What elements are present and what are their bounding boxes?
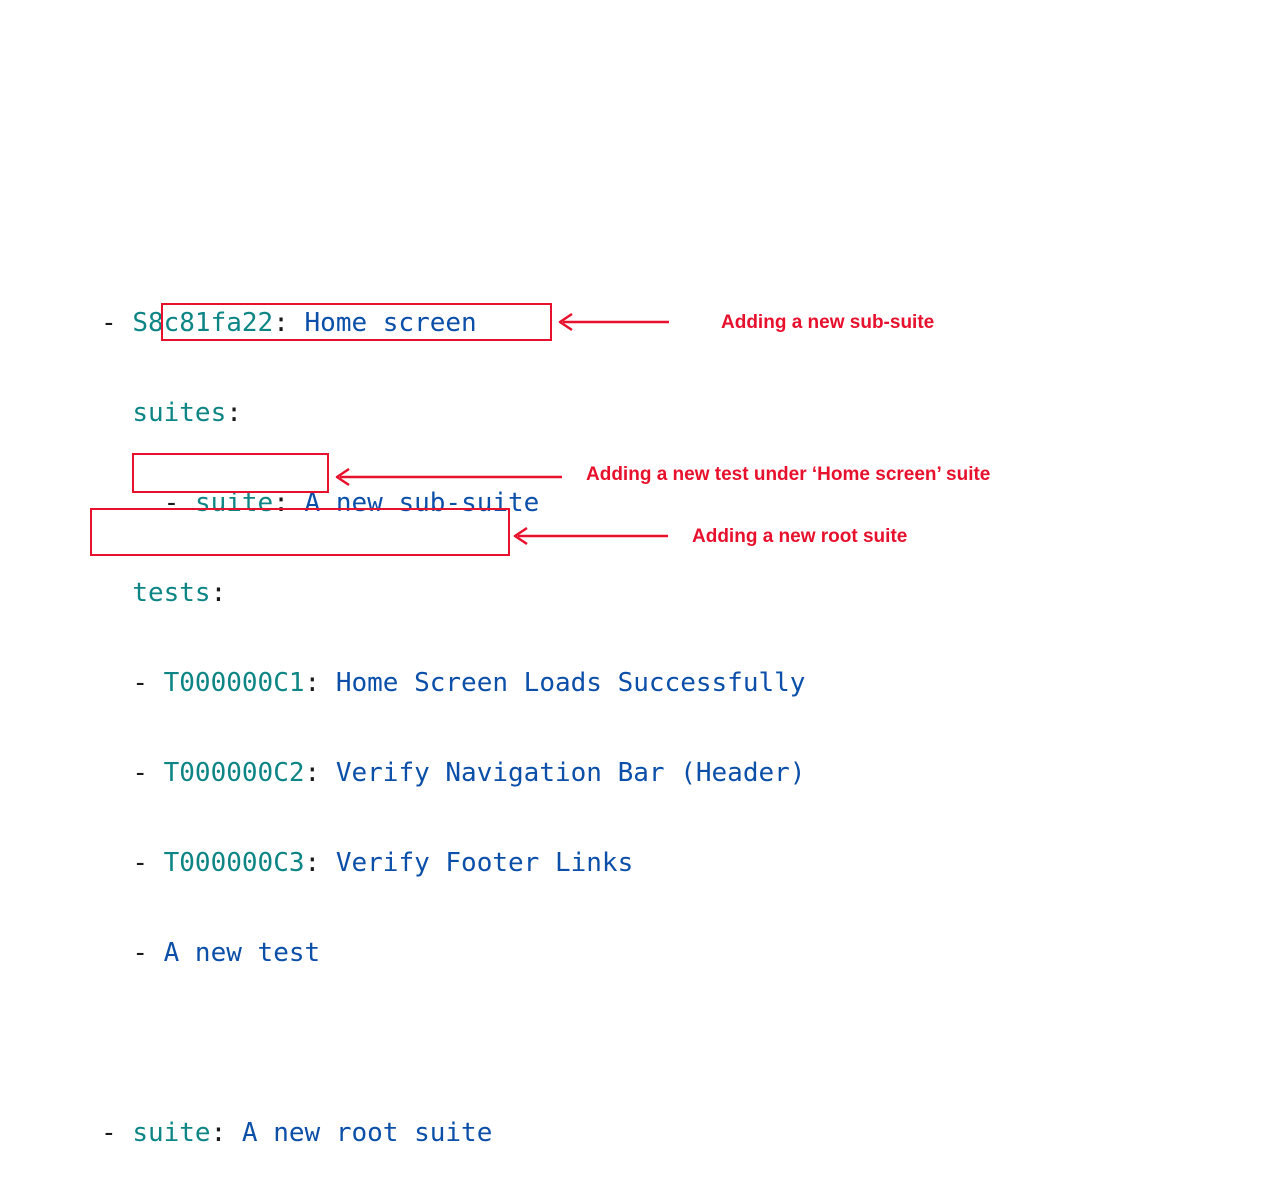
annotation-new-test: Adding a new test under ‘Home screen’ su… — [586, 464, 991, 485]
list-dash: - — [132, 668, 164, 698]
separator: : — [304, 848, 336, 878]
list-dash: - — [132, 848, 164, 878]
code-line-home-suite: - S8c81fa22: Home screen — [101, 308, 805, 338]
sub-suite-title: A new sub-suite — [304, 488, 540, 518]
separator: : — [273, 488, 305, 518]
colon: : — [226, 398, 242, 428]
test-title: Home Screen Loads Successfully — [335, 668, 806, 698]
list-dash: - — [101, 308, 133, 338]
highlight-box-new-test — [132, 453, 329, 493]
separator: : — [304, 668, 336, 698]
blank-line — [101, 1028, 805, 1058]
code-line-suites-key: suites: — [101, 398, 805, 428]
tests-key: tests — [132, 578, 211, 608]
test-title: Verify Footer Links — [335, 848, 634, 878]
test-id: T000000C1 — [163, 668, 305, 698]
arrow-left-icon — [335, 467, 562, 487]
arrow-left-icon — [558, 312, 669, 332]
code-line-sub-suite: - suite: A new sub-suite — [101, 488, 805, 518]
annotation-sub-suite: Adding a new sub-suite — [721, 312, 935, 333]
list-dash: - — [132, 758, 164, 788]
highlight-box-root-suite — [90, 508, 510, 556]
new-test-title: A new test — [163, 938, 321, 968]
suite-key: suite — [194, 488, 274, 518]
suite-id: S8c81fa22 — [132, 308, 274, 338]
test-id: T000000C3 — [163, 848, 305, 878]
separator: : — [273, 308, 305, 338]
code-line-test: - T000000C3: Verify Footer Links — [101, 848, 805, 878]
separator: : — [210, 1118, 242, 1148]
code-line-root-suite: - suite: A new root suite — [101, 1118, 805, 1148]
list-dash: - — [163, 488, 195, 518]
yaml-code-block: - S8c81fa22: Home screen suites: - suite… — [101, 248, 805, 1178]
highlight-box-sub-suite — [161, 303, 552, 341]
separator: : — [304, 758, 336, 788]
test-title: Verify Navigation Bar (Header) — [335, 758, 806, 788]
code-line-test: - T000000C1: Home Screen Loads Successfu… — [101, 668, 805, 698]
code-line-tests-key: tests: — [101, 578, 805, 608]
code-line-new-test: - A new test — [101, 938, 805, 968]
root-suite-title: A new root suite — [241, 1118, 493, 1148]
annotation-root-suite: Adding a new root suite — [692, 526, 908, 547]
colon: : — [210, 578, 227, 608]
code-line-test: - T000000C2: Verify Navigation Bar (Head… — [101, 758, 805, 788]
suite-key: suite — [132, 1118, 211, 1148]
list-dash: - — [132, 938, 164, 968]
suites-key: suites — [132, 398, 227, 428]
list-dash: - — [101, 1118, 133, 1148]
suite-title: Home screen — [304, 308, 477, 338]
test-id: T000000C2 — [163, 758, 305, 788]
arrow-left-icon — [513, 526, 668, 546]
